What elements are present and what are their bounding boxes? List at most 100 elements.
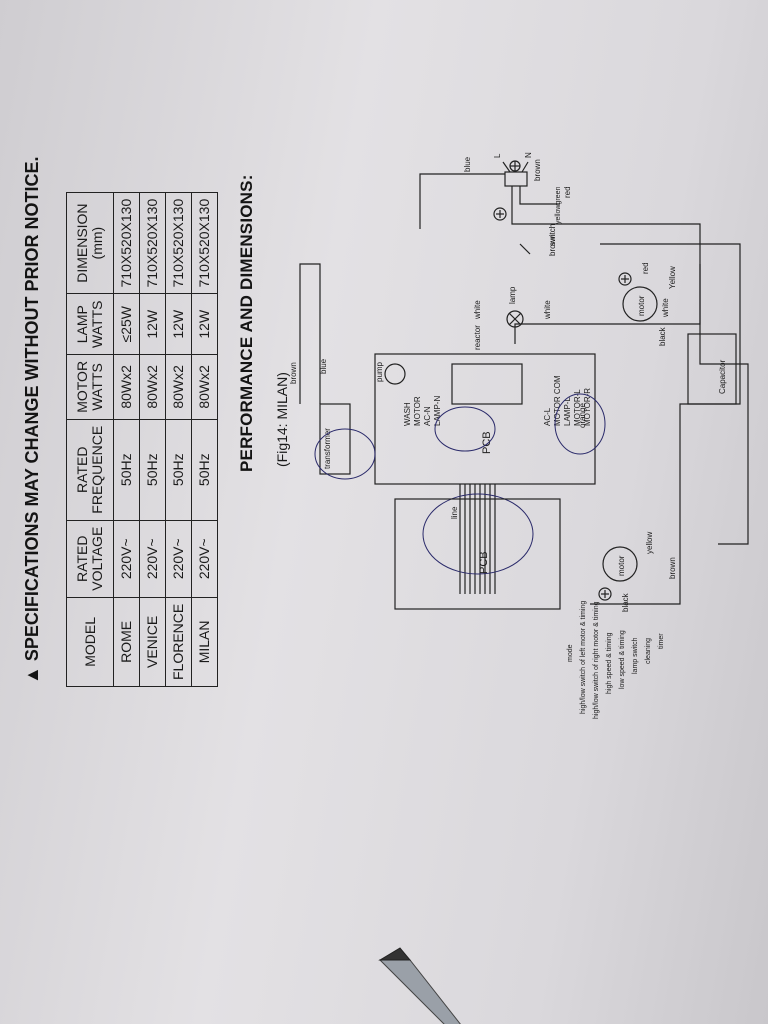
column-header-model: MODEL: [66, 597, 114, 687]
plug-icon: [502, 160, 529, 187]
switch-contact: [519, 243, 531, 255]
plug-neutral-label: N: [524, 152, 533, 158]
blue-loop-wire: [299, 263, 321, 404]
supply-wire-brown: [511, 186, 749, 545]
pcb-terminal-ac-n: AC-N: [423, 406, 432, 426]
marker-circle-4: [422, 493, 534, 575]
table-cell: 710X520X130: [165, 192, 192, 294]
switch-function-left-motor: high/low switch of left motor & timing: [580, 601, 587, 714]
column-header-dimension: DIMENSION(mm): [66, 192, 114, 294]
pcb-main-label: PCB: [481, 431, 493, 454]
table-cell: 220V~: [165, 520, 192, 598]
table-cell: 50Hz: [113, 419, 140, 521]
wire-label-yellow-lower: yellow: [645, 532, 654, 554]
pcb-terminal-ac-l: AC-L: [543, 407, 552, 426]
supply-wire-blue: [419, 173, 505, 229]
ground-icon-motor-2: [598, 587, 612, 601]
table-cell: ROME: [113, 597, 140, 687]
reactor-box: [451, 363, 523, 405]
table-cell: 12W: [165, 294, 192, 355]
plug-live-label: L: [493, 153, 502, 158]
table-cell: VENICE: [139, 597, 166, 687]
pcb-terminal-lamp-l: LAMP-L: [563, 397, 572, 426]
pcb-terminal-motor-com: MOTOR COM: [553, 375, 562, 426]
table-cell: MILAN: [191, 597, 218, 687]
table-cell: FLORENCE: [165, 597, 192, 687]
figure-caption: (Fig14: MILAN): [274, 372, 290, 467]
wire-label-yellowgreen: yellowgreen: [555, 187, 562, 224]
wire-label-yellow: Yellow: [668, 266, 677, 289]
switch-function-list: mode high/low switch of left motor & tim…: [567, 601, 665, 719]
table-cell: 710X520X130: [113, 192, 140, 294]
table-cell: 220V~: [139, 520, 166, 598]
table-cell: 50Hz: [165, 419, 192, 521]
pcb-control-board: [394, 498, 561, 610]
marker-circle-3: [314, 428, 376, 480]
table-cell: 12W: [191, 294, 218, 355]
table-row: VENICE 220V~ 50Hz 80Wx2 12W 710X520X130: [139, 192, 166, 687]
table-cell: 80Wx2: [139, 354, 166, 420]
table-cell: ≤25W: [113, 294, 140, 355]
wire-label-brown-motor: brown: [668, 557, 677, 579]
table-row: FLORENCE 220V~ 50Hz 80Wx2 12W 710X520X13…: [165, 192, 192, 687]
table-cell: 80Wx2: [165, 354, 192, 420]
pcb-terminal-motor: MOTOR: [413, 396, 422, 426]
wire-label-white-lamp: white: [473, 300, 482, 320]
pcb-terminal-motor-r: MOTOR-R: [583, 388, 592, 426]
wire-label-orange: orange: [578, 403, 587, 428]
table-cell: 710X520X130: [139, 192, 166, 294]
table-cell: 220V~: [191, 520, 218, 598]
performance-heading: PERFORMANCE AND DIMENSIONS:: [237, 174, 256, 472]
switch-function-mode: mode: [567, 644, 574, 662]
capacitor-label: Capacitor: [718, 359, 727, 394]
wire-label-black-motor-2: black: [621, 592, 630, 612]
table-cell: 50Hz: [139, 419, 166, 521]
switch-function-right-motor: high/low switch of right motor & timing: [593, 601, 600, 719]
table-cell: 220V~: [113, 520, 140, 598]
wire-label-red: red: [563, 186, 572, 198]
pcb-terminal-lamp-n: LAMP-N: [433, 396, 442, 426]
capacitor-box: [687, 333, 737, 405]
wire-label-brown-2: brown: [289, 362, 298, 384]
table-row: MILAN 220V~ 50Hz 80Wx2 12W 710X520X130: [191, 192, 218, 687]
wire-label-blue-2: blue: [319, 358, 328, 374]
table-cell: 80Wx2: [191, 354, 218, 420]
wire-label-red-motor: red: [641, 262, 650, 274]
table-row: ROME 220V~ 50Hz 80Wx2 ≤25W 710X520X130: [113, 192, 140, 687]
wire-label-black-motor: black: [658, 326, 667, 346]
marker-circle-2: [434, 406, 496, 452]
wire-label-brown: brown: [533, 159, 542, 181]
pcb-terminal-wash: WASH: [403, 402, 412, 426]
switch-label: switch: [548, 224, 557, 246]
specifications-notice: ▲ SPECIFICATIONS MAY CHANGE WITHOUT PRIO…: [22, 156, 43, 684]
switch-function-low-speed: low speed & timing: [619, 630, 626, 689]
switch-function-timer: timer: [658, 633, 665, 649]
pcb-control-label: PCB: [478, 551, 490, 574]
pen-icon: [378, 947, 461, 1024]
motor-label-bottom: motor: [617, 555, 626, 576]
wire-label-white-lamp-2: white: [543, 300, 552, 320]
table-cell: 12W: [139, 294, 166, 355]
transformer-box: [319, 403, 351, 475]
table-cell: 50Hz: [191, 419, 218, 521]
line-label: line: [450, 506, 459, 519]
pcb-terminal-list: MOTOR-R MOTOR-L LAMP-L MOTOR COM AC-L LA…: [403, 375, 592, 426]
reactor-label: reactor: [473, 325, 482, 350]
warning-triangle-icon: ▲: [22, 666, 42, 684]
wire-label-blue: blue: [463, 156, 472, 172]
transformer-label: transformer: [323, 428, 332, 469]
switch-function-high-speed: high speed & timing: [606, 632, 613, 694]
ground-wire: [519, 186, 560, 205]
motor-label-top: motor: [637, 295, 646, 316]
ribbon-cable: [459, 484, 496, 594]
wire-label-brown-switch: brown: [548, 234, 557, 256]
pcb-terminal-motor-l: MOTOR-L: [573, 389, 582, 426]
motor-icon-bottom: [602, 546, 638, 582]
table-cell: 80Wx2: [113, 354, 140, 420]
